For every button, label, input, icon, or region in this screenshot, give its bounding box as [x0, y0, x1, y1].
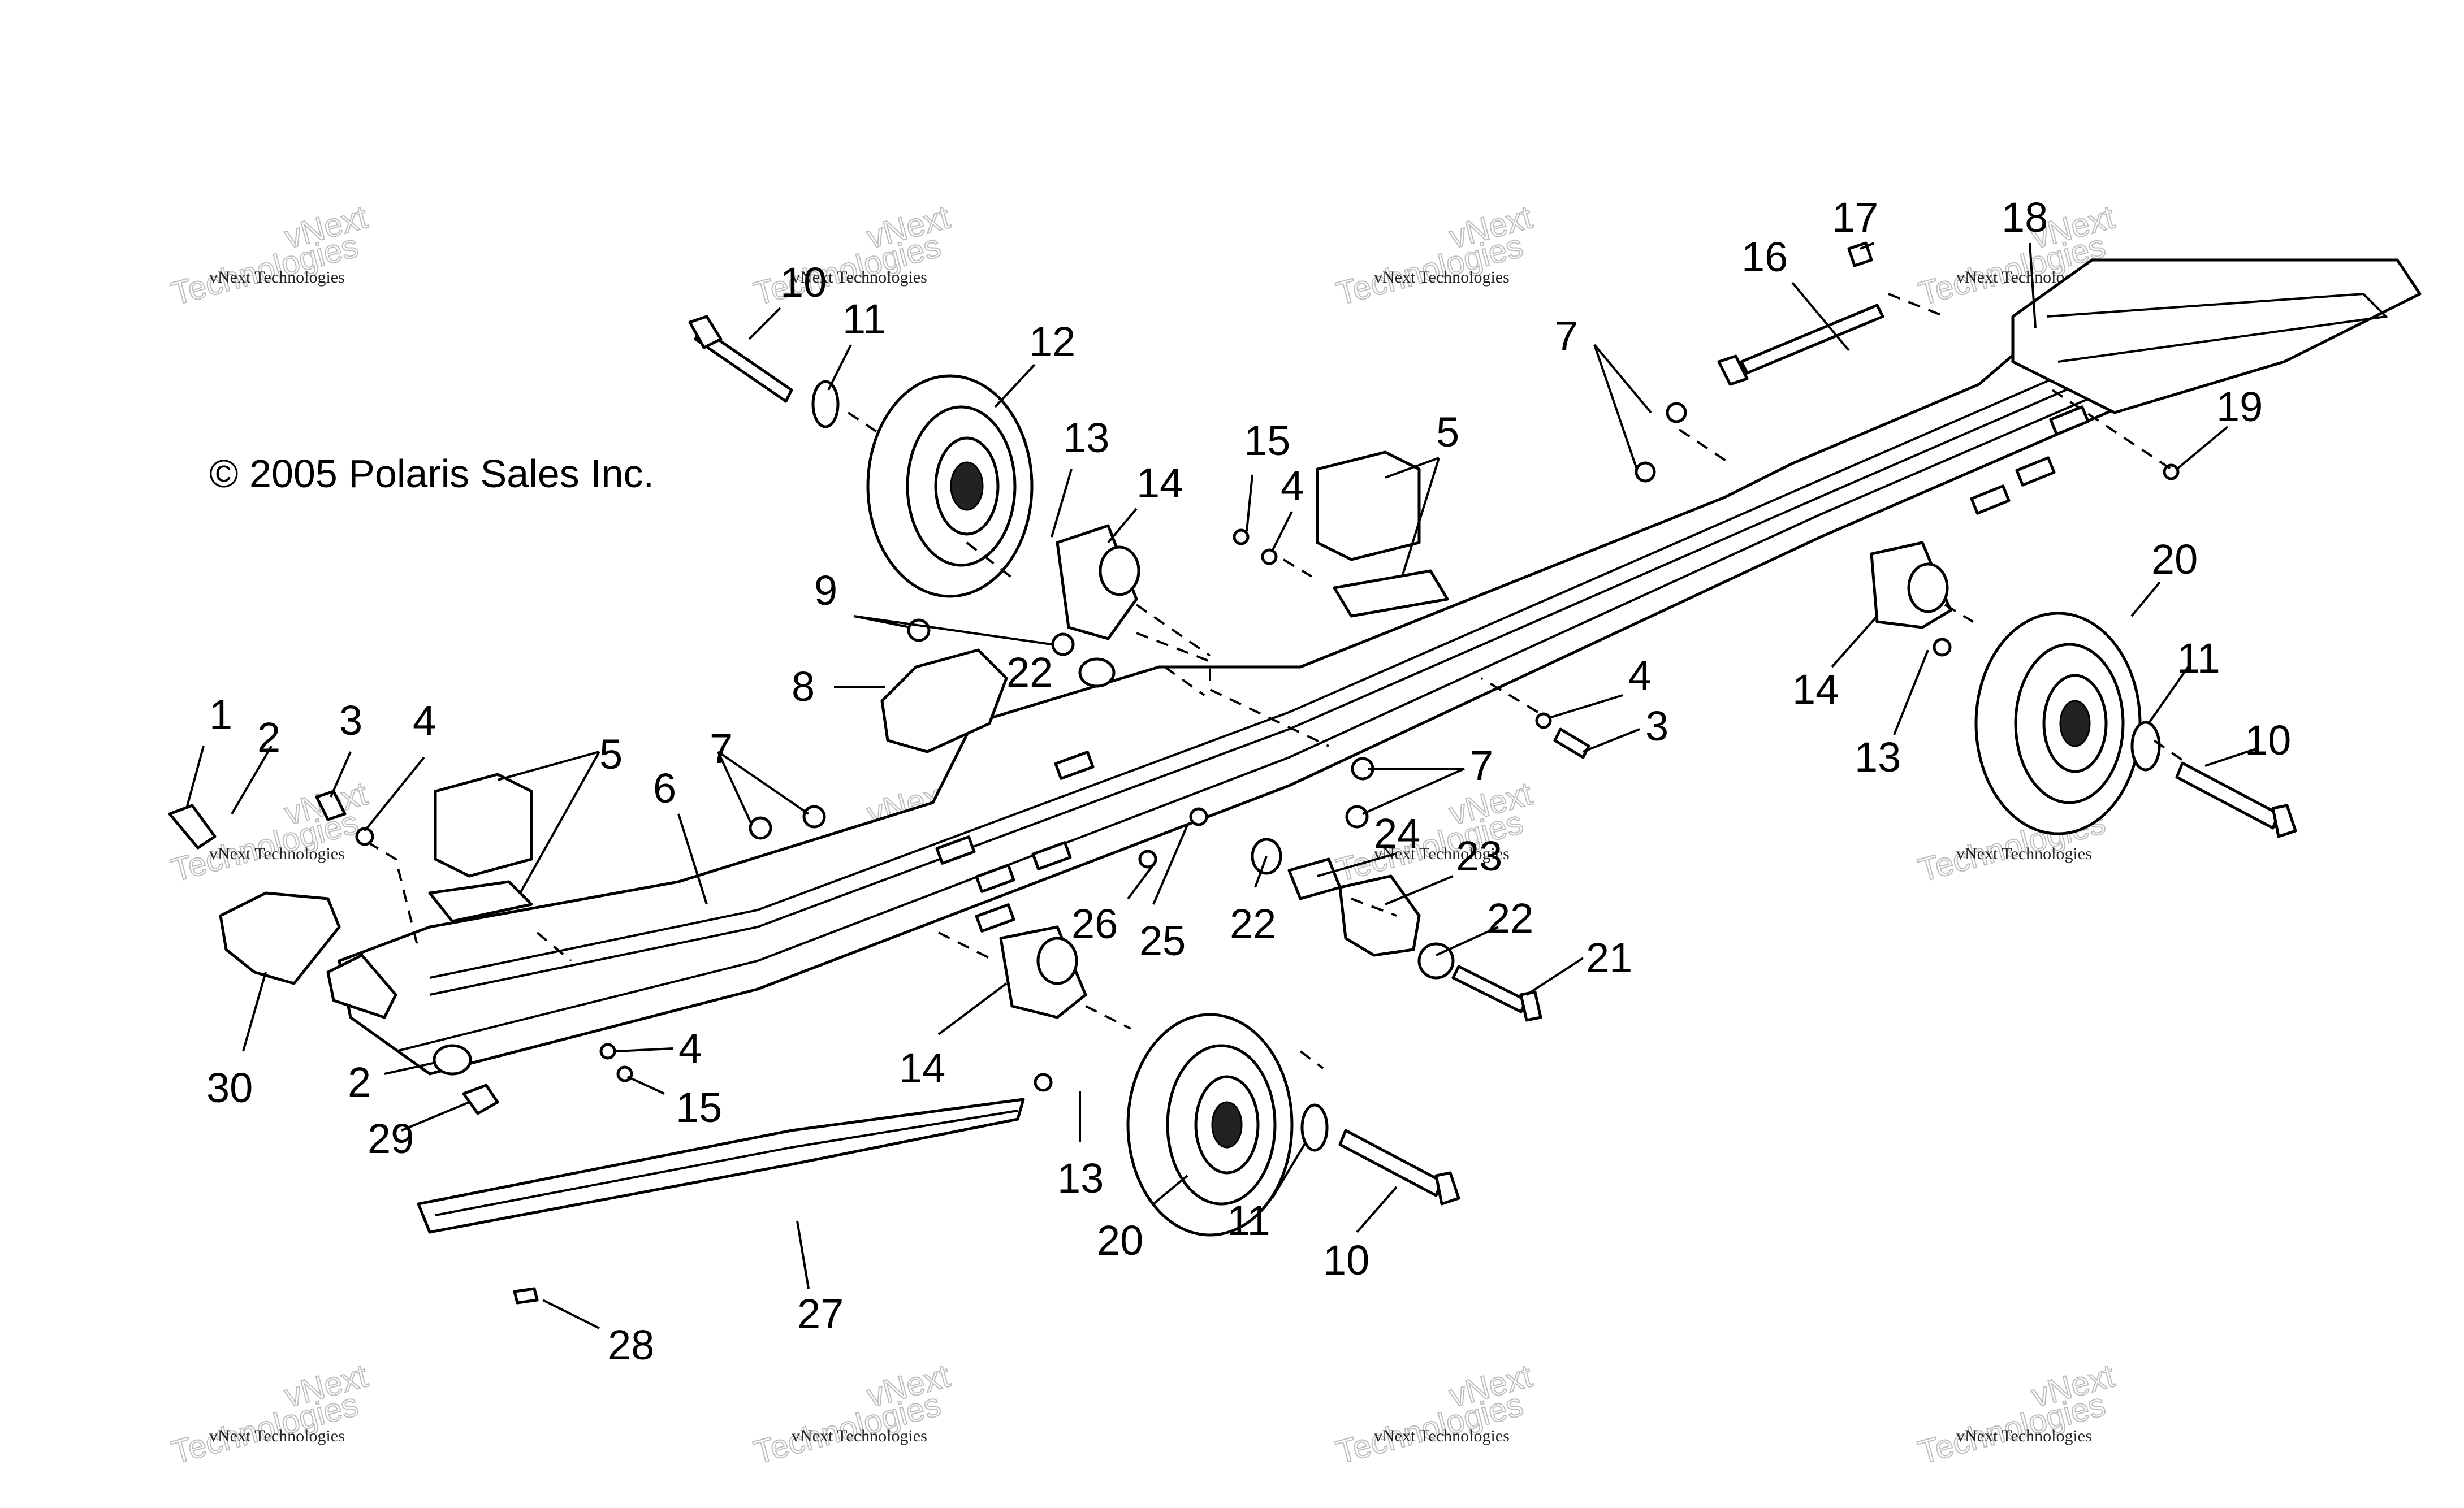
callout-25: 25 — [1139, 917, 1186, 964]
bolt-1 — [168, 804, 217, 850]
callout-20: 20 — [1097, 1217, 1143, 1264]
callout-3: 3 — [1645, 703, 1668, 749]
callout-7: 7 — [1470, 742, 1493, 789]
bracket-23 — [1338, 874, 1421, 957]
watermark-small: vNext Technologies — [1374, 1427, 1510, 1445]
callout-2: 2 — [348, 1059, 371, 1106]
assembly-lines — [366, 293, 2184, 1069]
callout-17: 17 — [1832, 194, 1878, 241]
axle-housing-14-top — [1056, 524, 1140, 640]
callout-14: 14 — [899, 1045, 945, 1091]
watermark-small: vNext Technologies — [209, 844, 345, 863]
watermark-small: vNext Technologies — [209, 1427, 345, 1445]
callout-19: 19 — [2216, 383, 2263, 430]
callout-23: 23 — [1456, 833, 1502, 879]
callout-30: 30 — [206, 1064, 253, 1111]
slide-block-5-front — [428, 773, 533, 923]
callout-14: 14 — [1792, 666, 1839, 713]
slide-rail-assembly — [326, 258, 2422, 1234]
callout-16: 16 — [1741, 233, 1788, 280]
washer-22-top — [1078, 657, 1116, 688]
callout-10: 10 — [780, 259, 827, 306]
rail-cap-30 — [219, 891, 341, 985]
callout-2: 2 — [257, 714, 280, 761]
callout-4: 4 — [1628, 652, 1652, 699]
wear-strip — [417, 1098, 1025, 1234]
callout-27: 27 — [797, 1290, 844, 1337]
wheel-20-front — [1126, 1013, 1294, 1237]
callout-5: 5 — [1436, 409, 1459, 456]
callout-1: 1 — [209, 691, 232, 738]
spacer-24 — [1287, 857, 1342, 900]
slide-rail-upper — [338, 270, 2122, 1076]
callout-7: 7 — [1555, 313, 1578, 359]
callout-4: 4 — [413, 697, 436, 744]
watermark-small: vNext Technologies — [792, 1427, 927, 1445]
washer-2 — [433, 1044, 472, 1076]
callout-24: 24 — [1374, 810, 1420, 857]
callout-6: 6 — [653, 765, 676, 812]
watermark-small: vNext Technologies — [209, 268, 345, 287]
callout-22: 22 — [1230, 900, 1276, 947]
callout-11: 11 — [842, 296, 886, 343]
callout-15: 15 — [676, 1084, 722, 1131]
callout-10: 10 — [2245, 717, 2291, 764]
callout-29: 29 — [368, 1115, 414, 1162]
callout-4: 4 — [678, 1025, 702, 1072]
rail-front-tip — [326, 954, 397, 1019]
callout-13: 13 — [1063, 414, 1109, 461]
copyright-text: © 2005 Polaris Sales Inc. — [209, 452, 654, 496]
callout-22: 22 — [1006, 649, 1053, 696]
callout-11: 11 — [1227, 1197, 1270, 1244]
bolt-16 — [1717, 304, 1884, 386]
callout-13: 13 — [1855, 734, 1901, 781]
callout-7: 7 — [710, 725, 733, 772]
callout-10: 10 — [1323, 1237, 1369, 1284]
watermark-small: vNext Technologies — [1374, 268, 1510, 287]
callout-14: 14 — [1136, 460, 1183, 506]
small-hardware — [315, 241, 2180, 1305]
callout-20: 20 — [2151, 536, 2198, 583]
watermark-small: vNext Technologies — [1956, 844, 2092, 863]
wheel-20-rear — [1974, 612, 2142, 835]
callout-22: 22 — [1487, 895, 1533, 942]
washer-11-top — [811, 380, 840, 428]
watermark-small: vNext Technologies — [792, 268, 927, 287]
washer-11-right — [2130, 721, 2161, 772]
watermark-small: vNext Technologies — [1956, 1427, 2092, 1445]
callout-18: 18 — [2002, 194, 2048, 241]
callout-8: 8 — [792, 663, 815, 710]
callout-15: 15 — [1244, 417, 1290, 464]
callout-4: 4 — [1281, 462, 1304, 509]
axle-housing-14-mid — [999, 925, 1087, 1019]
bolt-21 — [1451, 965, 1542, 1022]
bolt-10-top — [688, 315, 793, 403]
callout-5: 5 — [599, 731, 623, 778]
bolt-10-bottom — [1338, 1129, 1460, 1206]
callout-28: 28 — [608, 1321, 654, 1368]
callout-9: 9 — [814, 567, 837, 614]
callout-11: 11 — [2177, 635, 2220, 682]
slide-block-5-rear — [1316, 450, 1449, 618]
callout-3: 3 — [339, 697, 362, 744]
bracket-8 — [880, 648, 1008, 753]
callout-26: 26 — [1071, 900, 1118, 947]
washer-11-bottom — [1300, 1103, 1329, 1152]
callout-13: 13 — [1057, 1155, 1104, 1202]
bolt-10-right — [2175, 761, 2297, 838]
callout-12: 12 — [1029, 318, 1075, 365]
wheel-12 — [866, 374, 1034, 598]
callout-labels: 1 2 3 4 5 6 7 8 9 10 11 12 13 14 15 4 5 … — [206, 194, 2291, 1368]
axle-housing-14-right — [1870, 541, 1952, 629]
callout-21: 21 — [1586, 934, 1632, 981]
leader-lines — [185, 242, 2256, 1329]
